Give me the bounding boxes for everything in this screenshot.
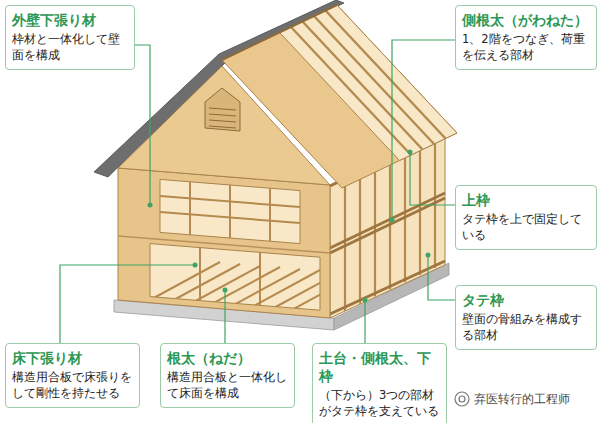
watermark-icon: [455, 392, 469, 406]
callout-box: 外壁下張り材枠材と一体化して壁面を構成: [5, 5, 135, 70]
callout-heading: タテ枠: [462, 291, 590, 309]
callout-heading: 床下張り材: [12, 349, 133, 367]
floor-joists: [150, 240, 360, 320]
callout-text: タテ枠を上で固定している: [462, 211, 590, 243]
ridge: [222, 5, 337, 60]
callout-text: （下から）3つの部材がタテ枠を支えている: [319, 387, 440, 419]
callout-text: 1、2階をつなぎ、荷重を伝える部材: [462, 31, 590, 63]
callout-text: 枠材と一体化して壁面を構成: [12, 31, 128, 63]
callout-heading: 外壁下張り材: [12, 11, 128, 29]
callout-heading: 上枠: [462, 191, 590, 209]
lower-cutaway: [150, 244, 320, 311]
callout-heading: 側根太（がわねた）: [462, 11, 590, 29]
callout-text: 壁面の骨組みを構成する部材: [462, 311, 590, 343]
leader-lines: [60, 40, 455, 343]
leader-dots: [148, 150, 431, 303]
callout-box: タテ枠壁面の骨組みを構成する部材: [455, 285, 597, 350]
callout-box: 上枠タテ枠を上で固定している: [455, 185, 597, 250]
rafters: [291, 11, 446, 156]
callout-box: 根太（ねだ） 構造用合板と一体化して床面を構成: [160, 343, 295, 408]
upper-framing: [160, 170, 300, 250]
callout-box: 側根太（がわねた） 1、2階をつなぎ、荷重を伝える部材: [455, 5, 597, 70]
callout-text: 構造用合板と一体化して床面を構成: [167, 369, 288, 401]
callout-box: 床下張り材構造用合板で床張りをして剛性を持たせる: [5, 343, 140, 408]
callout-text: 構造用合板で床張りをして剛性を持たせる: [12, 369, 133, 401]
callout-heading: 土台・側根太、下枠: [319, 349, 440, 385]
callout-box: 土台・側根太、下枠（下から）3つの部材がタテ枠を支えている: [312, 343, 447, 423]
vent: [205, 88, 240, 131]
roof-cutaway: [280, 5, 458, 161]
callout-heading: 根太（ねだ）: [167, 349, 288, 367]
watermark: 弃医转行的工程师: [472, 392, 572, 406]
roof-sheathing: [222, 5, 457, 188]
